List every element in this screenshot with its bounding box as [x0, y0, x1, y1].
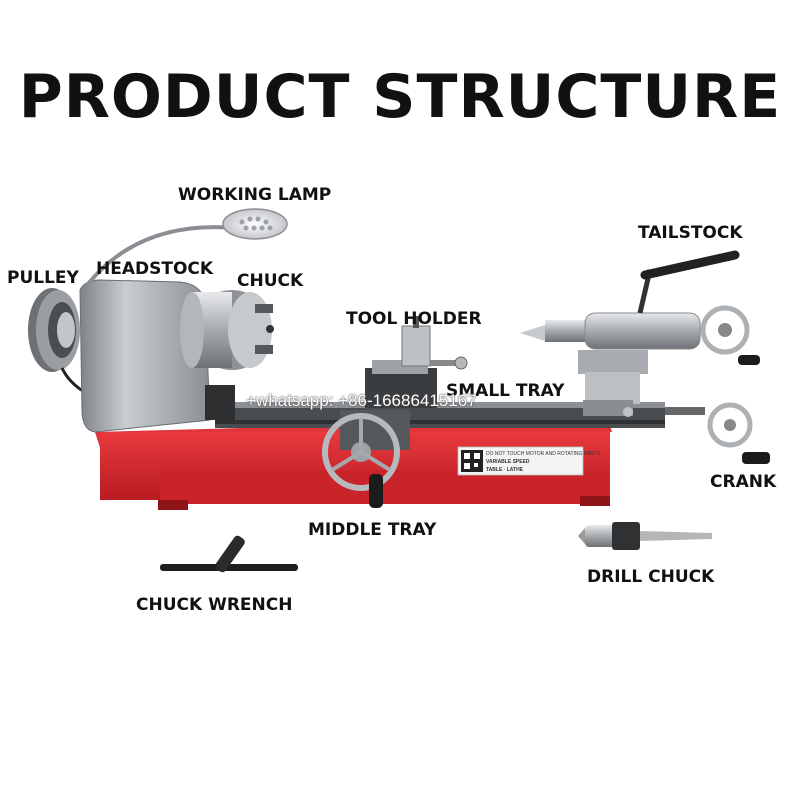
label-crank: CRANK	[710, 472, 777, 492]
label-small-tray: SMALL TRAY	[446, 381, 565, 401]
tailstock	[520, 250, 760, 417]
label-working-lamp: WORKING LAMP	[178, 185, 332, 205]
label-drill-chuck: DRILL CHUCK	[587, 567, 715, 587]
label-headstock: HEADSTOCK	[96, 259, 214, 279]
label-tool-holder: TOOL HOLDER	[346, 309, 482, 329]
decal-warning: DO NOT TOUCH MOTOR AND ROTATING PARTS	[486, 451, 601, 457]
label-middle-tray: MIDDLE TRAY	[308, 520, 437, 540]
decal-line1: VARIABLE SPEED	[486, 459, 530, 465]
leadscrew-crank	[665, 402, 770, 464]
label-chuck: CHUCK	[237, 271, 304, 291]
decal-line2: TABLE · LATHE	[486, 467, 524, 473]
drill-chuck	[578, 522, 712, 550]
tool-holder	[365, 316, 468, 408]
label-chuck-wrench: CHUCK WRENCH	[136, 595, 293, 615]
pulley	[28, 288, 91, 397]
working-lamp	[86, 208, 288, 286]
label-tailstock: TAILSTOCK	[638, 223, 743, 243]
label-pulley: PULLEY	[7, 268, 79, 288]
page-title: PRODUCT STRUCTURE	[18, 62, 782, 132]
three-jaw-chuck	[180, 290, 274, 370]
spec-decal: DO NOT TOUCH MOTOR AND ROTATING PARTS VA…	[457, 446, 601, 476]
chuck-wrench	[160, 535, 298, 573]
carriage-handwheel	[322, 410, 410, 508]
headstock	[79, 279, 235, 433]
watermark-text: +whatsapp: +86-16686415167	[246, 391, 477, 410]
